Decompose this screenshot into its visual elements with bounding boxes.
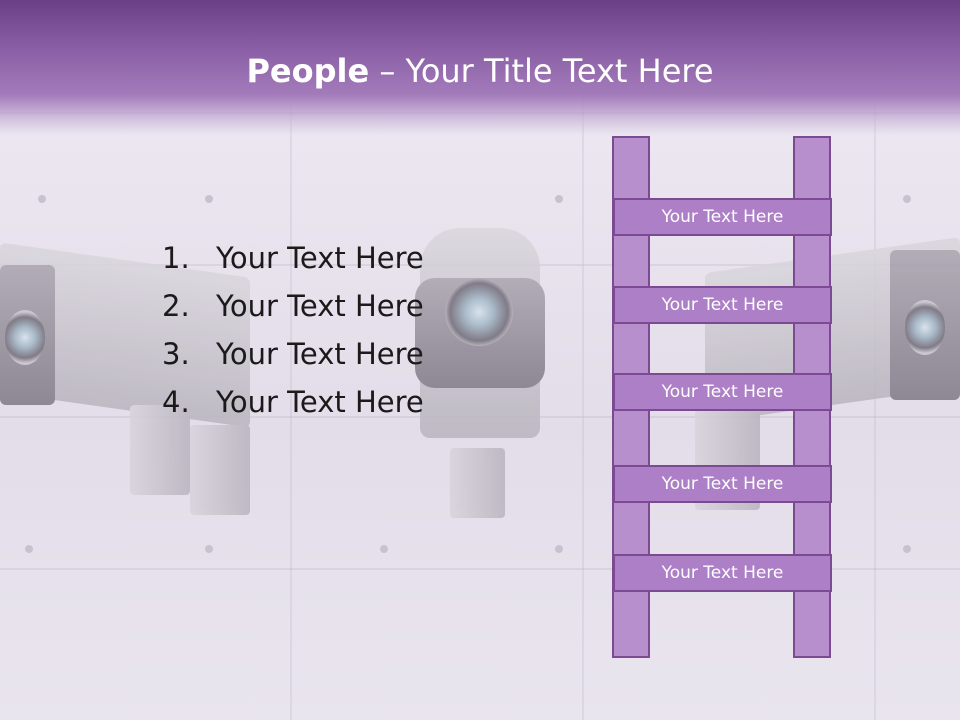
list-number: 4. <box>162 385 190 419</box>
wall-bolt <box>903 195 911 203</box>
security-camera-left <box>0 242 260 525</box>
title-bar <box>0 0 960 135</box>
wall-bolt <box>205 545 213 553</box>
wall-bolt <box>903 545 911 553</box>
ladder-rung: Your Text Here <box>613 465 832 503</box>
list-item: 2. Your Text Here <box>162 282 424 330</box>
rung-text: Your Text Here <box>661 295 784 315</box>
list-item: 1. Your Text Here <box>162 234 424 282</box>
list-text: Your Text Here <box>216 337 424 371</box>
rung-text: Your Text Here <box>661 382 784 402</box>
list-number: 3. <box>162 337 190 371</box>
rung-text: Your Text Here <box>661 474 784 494</box>
wall-bolt <box>38 195 46 203</box>
ladder-rung: Your Text Here <box>613 554 832 592</box>
list-item: 3. Your Text Here <box>162 330 424 378</box>
title-bold: People <box>246 52 370 90</box>
title-separator: – <box>369 52 406 90</box>
ladder-rung: Your Text Here <box>613 373 832 411</box>
rung-text: Your Text Here <box>661 563 784 583</box>
list-number: 2. <box>162 289 190 323</box>
ladder-rung: Your Text Here <box>613 286 832 324</box>
wall-bolt <box>205 195 213 203</box>
wall-bolt <box>555 545 563 553</box>
list-number: 1. <box>162 241 190 275</box>
list-text: Your Text Here <box>216 241 424 275</box>
title-text: Your Title Text Here <box>405 52 714 90</box>
rung-text: Your Text Here <box>661 207 784 227</box>
security-camera-center <box>415 228 545 528</box>
wall-bolt <box>380 545 388 553</box>
wall-bolt <box>555 195 563 203</box>
wall-bolt <box>25 545 33 553</box>
list-text: Your Text Here <box>216 385 424 419</box>
list-text: Your Text Here <box>216 289 424 323</box>
ladder-rung: Your Text Here <box>613 198 832 236</box>
list-item: 4. Your Text Here <box>162 378 424 426</box>
slide-title: People – Your Title Text Here <box>0 52 960 90</box>
numbered-list: 1. Your Text Here 2. Your Text Here 3. Your… <box>162 234 424 426</box>
